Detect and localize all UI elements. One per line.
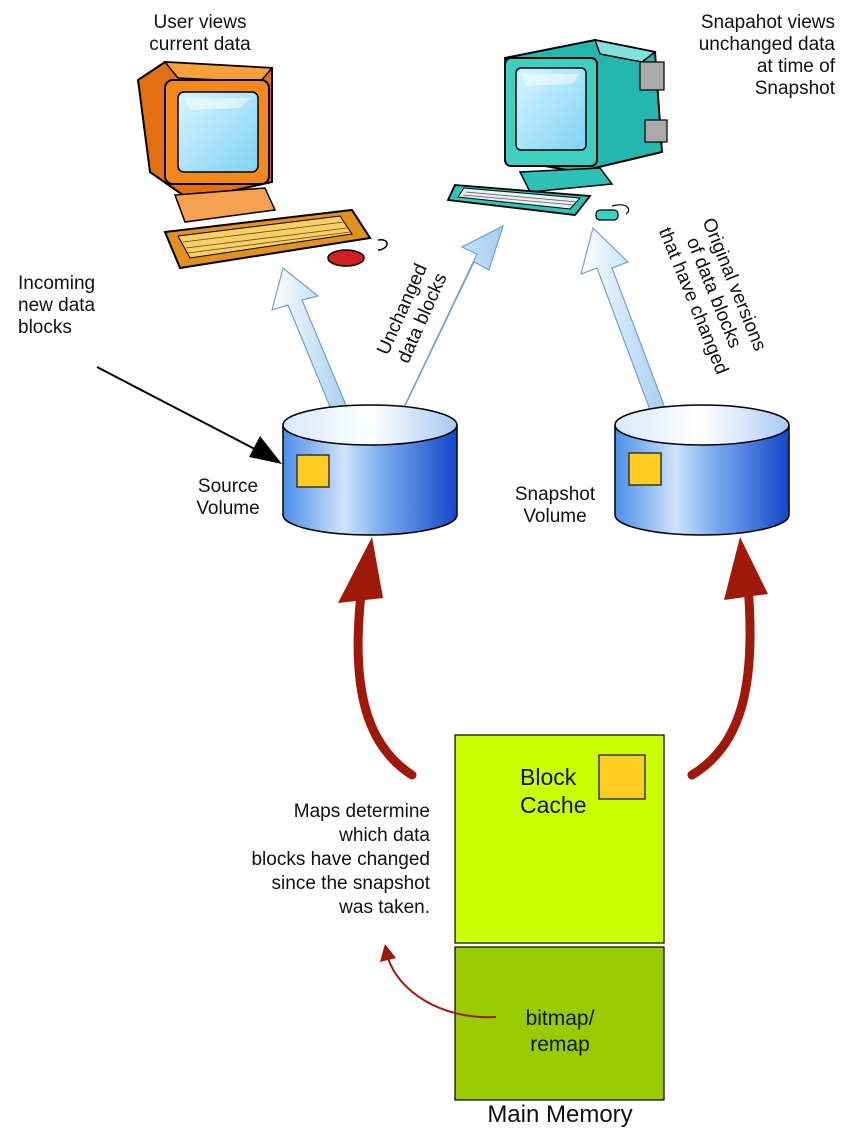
snapshot-data-block-icon xyxy=(628,452,662,486)
label-block-cache: Block Cache xyxy=(520,763,600,819)
label-user-views: User views current data xyxy=(130,12,270,56)
arrow-snapshot-volume-to-view xyxy=(580,226,666,411)
incoming-arrow-head xyxy=(249,436,282,464)
bitmap-remap-box xyxy=(454,946,665,1101)
label-incoming-line2: new data xyxy=(18,295,96,316)
label-snapshot-views-line2: unchanged data xyxy=(698,34,835,55)
label-block-cache-line1: Block xyxy=(520,764,577,790)
label-source-line2: Volume xyxy=(196,498,260,519)
label-source-line1: Source xyxy=(197,476,259,497)
source-data-block-icon xyxy=(296,454,330,488)
label-snapshot-volume-line2: Volume xyxy=(523,506,587,527)
incoming-arrow xyxy=(96,366,273,459)
block-cache-data-block-icon xyxy=(598,754,646,800)
label-incoming: Incoming new data blocks xyxy=(18,273,128,339)
label-snapshot-views: Snapahot views unchanged data at time of… xyxy=(660,12,835,100)
label-user-views-line2: current data xyxy=(149,34,251,55)
label-maps-line1: Maps determine xyxy=(293,801,430,822)
label-incoming-line3: blocks xyxy=(18,317,72,338)
snapshot-volume-cylinder xyxy=(614,404,790,536)
label-snapshot-views-line3: at time of xyxy=(756,56,835,77)
label-incoming-line1: Incoming xyxy=(18,273,96,294)
label-snapshot-views-line1: Snapahot views xyxy=(700,12,835,33)
label-source-volume: Source Volume xyxy=(188,476,268,520)
left-computer-icon xyxy=(136,60,388,270)
label-user-views-line1: User views xyxy=(153,12,247,33)
label-bitmap-remap: bitmap/ remap xyxy=(500,1006,620,1058)
arrow-source-to-user xyxy=(271,266,349,415)
label-snapshot-views-line4: Snapshot xyxy=(754,78,835,99)
label-main-memory: Main Memory xyxy=(487,1101,633,1128)
label-block-cache-line2: Cache xyxy=(520,792,587,818)
red-arrow-maps xyxy=(380,944,497,1019)
label-bitmap-line1: bitmap/ xyxy=(525,1007,595,1030)
label-maps-determine: Maps determine which data blocks have ch… xyxy=(230,800,430,920)
label-snapshot-volume: Snapshot Volume xyxy=(505,484,605,528)
arrow-source-to-snapshot-view xyxy=(402,224,505,411)
label-maps-line2: which data xyxy=(339,825,430,846)
right-computer-icon xyxy=(446,38,668,221)
red-arrow-left xyxy=(338,537,417,780)
label-maps-line4: since the snapshot xyxy=(271,873,430,894)
label-maps-line3: blocks have changed xyxy=(251,849,430,870)
red-arrow-right xyxy=(687,537,768,780)
source-volume-cylinder xyxy=(282,404,458,536)
label-snapshot-volume-line1: Snapshot xyxy=(514,484,596,505)
label-bitmap-line2: remap xyxy=(530,1033,590,1056)
label-maps-line5: was taken. xyxy=(339,897,430,918)
